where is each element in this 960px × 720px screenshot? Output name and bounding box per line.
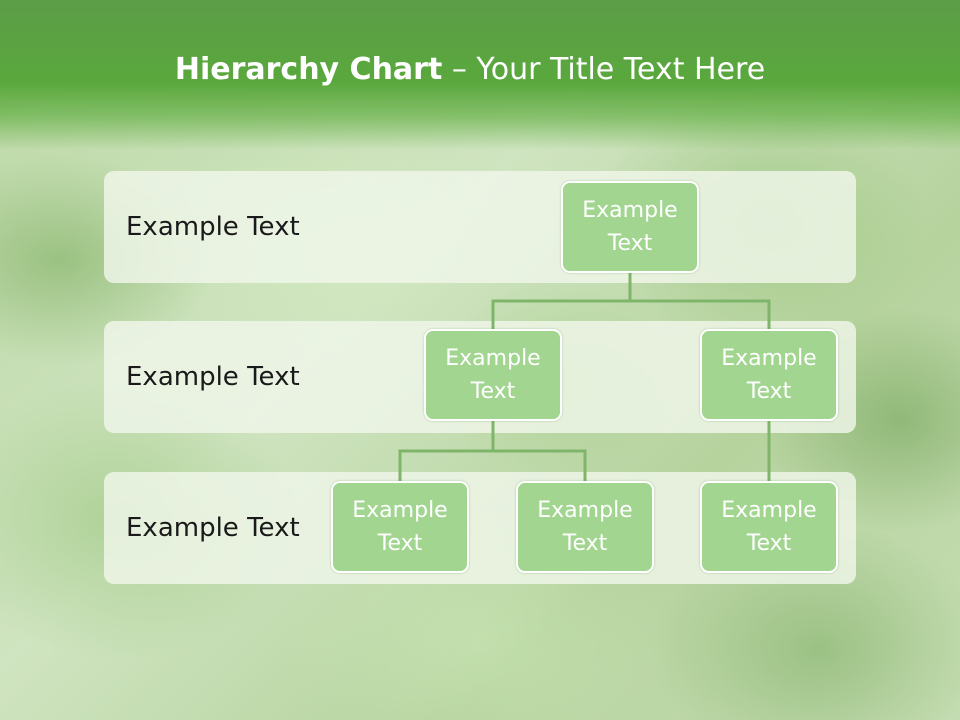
node-text-line1: Example: [721, 498, 817, 523]
level-label-2: Example Text: [126, 362, 300, 392]
node-text-line2: Text: [562, 531, 608, 556]
node-text-line2: Text: [746, 531, 792, 556]
level-label-3: Example Text: [126, 513, 300, 543]
node-text-line1: Example: [721, 346, 817, 371]
node-text-line2: Text: [746, 379, 792, 404]
node-level3-1: Example Text: [331, 481, 469, 573]
title-rest-part: – Your Title Text Here: [442, 52, 766, 87]
node-level2-right: Example Text: [700, 329, 838, 421]
node-text-line2: Text: [607, 231, 653, 256]
node-level3-3: Example Text: [700, 481, 838, 573]
node-text-line1: Example: [582, 198, 678, 223]
node-text-line1: Example: [352, 498, 448, 523]
node-text-line1: Example: [445, 346, 541, 371]
node-level3-2: Example Text: [516, 481, 654, 573]
node-text-line2: Text: [377, 531, 423, 556]
node-root: Example Text: [561, 181, 699, 273]
title-bold-part: Hierarchy Chart: [174, 52, 443, 87]
header-bar: [0, 0, 960, 150]
node-level2-left: Example Text: [424, 329, 562, 421]
level-label-1: Example Text: [126, 212, 300, 242]
node-text-line1: Example: [537, 498, 633, 523]
level-band-1: Example Text: [104, 171, 856, 283]
node-text-line2: Text: [470, 379, 516, 404]
slide-title: Hierarchy Chart – Your Title Text Here: [0, 52, 940, 87]
